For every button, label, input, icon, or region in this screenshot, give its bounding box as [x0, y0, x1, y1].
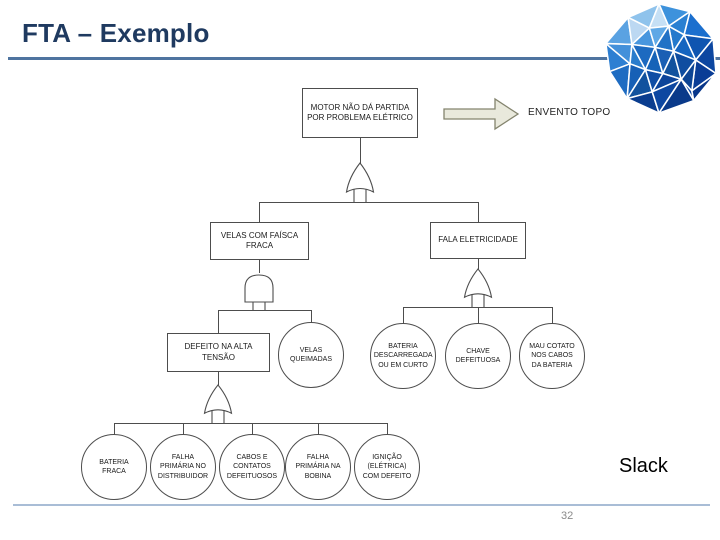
- event-label: IGNIÇÃO (ELÉTRICA) COM DEFEITO: [362, 454, 412, 480]
- or-gate-icon: [203, 384, 233, 423]
- connector-line: [403, 307, 404, 324]
- connector-line: [252, 423, 253, 435]
- page-title: FTA – Exemplo: [22, 18, 210, 48]
- basic-event-mau-cotato: MAU COTATO NOS CABOS DA BATERIA: [519, 323, 585, 389]
- globe-logo-icon: [605, 3, 717, 114]
- top-event-box: MOTOR NÃO DÁ PARTIDA POR PROBLEMA ELÉTRI…: [302, 88, 418, 138]
- basic-event-bateria-descarregada: BATERIA DESCARREGADA OU EM CURTO: [370, 323, 436, 389]
- or-gate-icon: [345, 162, 375, 202]
- event-label: VELAS COM FAÍSCA FRACA: [220, 230, 299, 250]
- connector-line: [478, 307, 479, 324]
- connector-line: [403, 307, 552, 308]
- connector-line: [259, 260, 260, 273]
- top-event-label: MOTOR NÃO DÁ PARTIDA POR PROBLEMA ELÉTRI…: [307, 102, 413, 122]
- event-label: FALA ELETRICIDADE: [438, 235, 518, 245]
- event-label: FALHA PRIMÁRIA NO DISTRIBUIDOR: [157, 454, 209, 480]
- connector-line: [218, 310, 312, 311]
- event-box-fala-eletricidade: FALA ELETRICIDADE: [430, 222, 526, 259]
- basic-event-falha-distribuidor: FALHA PRIMÁRIA NO DISTRIBUIDOR: [150, 434, 216, 500]
- or-gate-icon: [463, 268, 493, 307]
- basic-event-velas-queimadas: VELAS QUEIMADAS: [278, 322, 344, 388]
- top-event-annotation: ENVENTO TOPO: [528, 107, 611, 118]
- connector-line: [311, 310, 312, 324]
- connector-line: [318, 423, 319, 435]
- connector-line: [478, 258, 479, 269]
- connector-line: [183, 423, 184, 435]
- event-label: FALHA PRIMÁRIA NA BOBINA: [295, 454, 341, 480]
- event-box-velas-faisca: VELAS COM FAÍSCA FRACA: [210, 222, 309, 260]
- connector-line: [387, 423, 388, 435]
- basic-event-chave-defeituosa: CHAVE DEFEITUOSA: [445, 323, 511, 389]
- basic-event-bateria-fraca: BATERIA FRACA: [81, 434, 147, 500]
- credit-text: Slack: [619, 455, 668, 477]
- right-arrow-icon: [443, 97, 520, 131]
- connector-line: [478, 202, 479, 223]
- footer-line: [13, 504, 710, 506]
- event-label: BATERIA FRACA: [99, 458, 129, 475]
- event-label: DEFEITO NA ALTA TENSÃO: [184, 342, 253, 362]
- basic-event-ignicao-defeito: IGNIÇÃO (ELÉTRICA) COM DEFEITO: [354, 434, 420, 500]
- event-label: MAU COTATO NOS CABOS DA BATERIA: [529, 343, 575, 369]
- and-gate-icon: [244, 274, 274, 310]
- connector-line: [218, 310, 219, 334]
- event-box-defeito-alta-tensao: DEFEITO NA ALTA TENSÃO: [167, 333, 270, 372]
- connector-line: [552, 307, 553, 324]
- connector-line: [114, 423, 388, 424]
- page-number: 32: [561, 510, 574, 522]
- connector-line: [259, 202, 479, 203]
- basic-event-falha-bobina: FALHA PRIMÁRIA NA BOBINA: [285, 434, 351, 500]
- event-label: BATERIA DESCARREGADA OU EM CURTO: [373, 343, 433, 369]
- event-label: CABOS E CONTATOS DEFEITUOSOS: [226, 454, 278, 480]
- title-underline: [8, 57, 720, 60]
- connector-line: [218, 372, 219, 385]
- event-label: VELAS QUEIMADAS: [289, 346, 332, 363]
- basic-event-cabos-contatos: CABOS E CONTATOS DEFEITUOSOS: [219, 434, 285, 500]
- connector-line: [360, 138, 361, 164]
- event-label: CHAVE DEFEITUOSA: [455, 347, 501, 364]
- connector-line: [114, 423, 115, 435]
- connector-line: [259, 202, 260, 223]
